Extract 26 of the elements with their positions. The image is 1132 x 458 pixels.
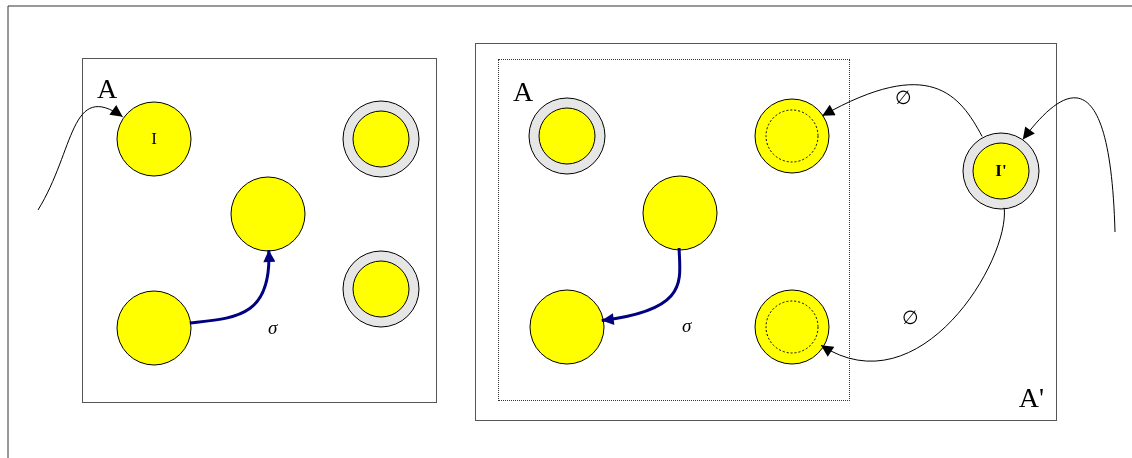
automaton-name: A': [1018, 384, 1044, 412]
transition-arrow: [189, 249, 275, 325]
dashed-state-circle: [755, 290, 829, 364]
accepting-state-circle: [343, 101, 419, 177]
accepting-state-circle: [343, 251, 419, 327]
state-circle: [643, 176, 717, 250]
edge-label: ∅: [893, 88, 914, 107]
accepting-state-circle: [963, 133, 1039, 209]
automaton-box: [82, 58, 437, 403]
transition-arrow: [820, 207, 1005, 362]
dotted-automaton-box: [498, 59, 850, 401]
transition-arrow: [1022, 97, 1116, 233]
transition-arrow: [37, 105, 124, 211]
automaton-name: A: [513, 78, 534, 106]
state-label: I: [151, 129, 157, 149]
state-label: I': [995, 161, 1007, 181]
state-circle: [530, 290, 604, 364]
dashed-state-circle: [755, 99, 829, 173]
state-circle: [117, 102, 191, 176]
automaton-box: [475, 43, 1057, 421]
automaton-name: A: [97, 75, 118, 103]
transition-arrow: [601, 247, 682, 325]
state-circle: [231, 177, 305, 251]
edge-label: ∅: [900, 308, 921, 327]
state-circle: [117, 291, 191, 365]
transition-arrow: [821, 84, 983, 137]
